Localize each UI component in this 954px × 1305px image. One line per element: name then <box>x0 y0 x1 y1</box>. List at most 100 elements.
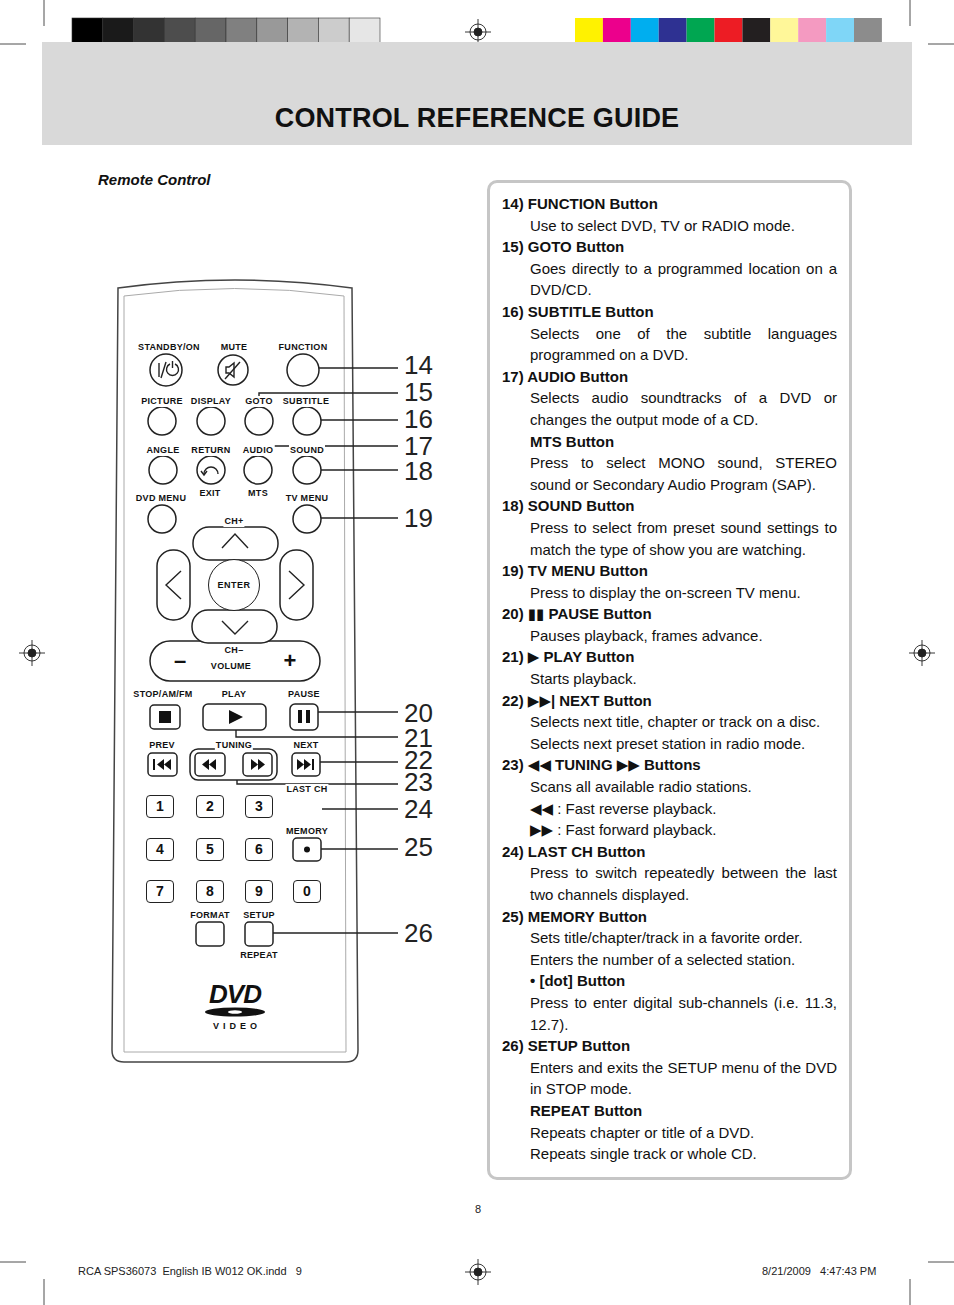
button-label: SUBTITLE <box>282 396 330 407</box>
button-label: MUTE <box>220 342 249 353</box>
gray-swatch <box>318 18 349 46</box>
button-label: FORMAT <box>189 910 231 921</box>
registration-mark <box>465 19 491 45</box>
panel-text: 15) GOTO Button <box>502 236 837 258</box>
color-swatch <box>631 18 659 46</box>
panel-text: ▶▶ : Fast forward playback. <box>530 819 837 841</box>
registration-marks <box>19 19 935 1285</box>
color-swatch <box>770 18 798 46</box>
panel-text: Use to select DVD, TV or RADIO mode. <box>530 215 837 237</box>
number-key: 4 <box>146 838 174 861</box>
key-label: 4 <box>156 841 164 857</box>
file-slug: 8/21/2009 4:47:43 PM <box>762 1265 876 1278</box>
key-label: 7 <box>156 883 164 899</box>
color-swatch <box>826 18 854 46</box>
gray-swatch <box>72 18 103 46</box>
panel-text: ◀◀ : Fast reverse playback. <box>530 798 837 820</box>
button-label: ANGLE <box>146 445 181 456</box>
gray-swatch <box>257 18 288 46</box>
number-key: 6 <box>245 838 273 861</box>
button-label: RETURN <box>190 445 231 456</box>
callout-number: 15 <box>404 377 433 407</box>
dvd-logo: VIDEO <box>213 1021 261 1032</box>
color-swatch <box>742 18 770 46</box>
remote-body <box>112 280 358 1062</box>
panel-text: 21) ▶ PLAY Button <box>502 646 837 668</box>
button-label: PAUSE <box>287 689 321 700</box>
panel-text: 20) ▮▮ PAUSE Button <box>502 603 837 625</box>
number-key: 0 <box>293 880 321 903</box>
key-label: 0 <box>303 883 311 899</box>
button-label: PREV <box>148 740 176 751</box>
gray-swatch <box>134 18 165 46</box>
header-band <box>42 42 912 145</box>
number-key: 5 <box>196 838 224 861</box>
panel-text: Press to display the on-screen TV menu. <box>530 582 837 604</box>
button-label: TUNING <box>215 740 253 751</box>
page-title: CONTROL REFERENCE GUIDE <box>275 102 680 134</box>
button-label: NEXT <box>292 740 319 751</box>
enter-button: ENTER <box>208 559 260 611</box>
registration-mark <box>909 640 935 666</box>
key-label: 3 <box>255 798 263 814</box>
panel-text: REPEAT Button <box>530 1100 837 1122</box>
panel-text: 18) SOUND Button <box>502 495 837 517</box>
panel-text: Enters and exits the SETUP menu of the D… <box>530 1057 837 1100</box>
number-key: 9 <box>245 880 273 903</box>
panel-text: Press to select MONO sound, STEREO sound… <box>530 452 837 495</box>
leader-lines <box>236 368 398 933</box>
panel-text: Repeats single track or whole CD. <box>530 1143 837 1165</box>
registration-mark <box>465 1259 491 1285</box>
key-label: 6 <box>255 841 263 857</box>
button-label: STOP/AM/FM <box>132 689 193 700</box>
key-label: ENTER <box>217 580 250 591</box>
callout-number: 26 <box>404 918 433 948</box>
button-label: SETUP <box>242 910 276 921</box>
button-label: CH– <box>224 645 245 656</box>
key-label: 2 <box>206 798 214 814</box>
button-label: TV MENU <box>285 493 330 504</box>
number-key: 1 <box>146 795 174 818</box>
button-label: PICTURE <box>140 396 184 407</box>
button-label: EXIT <box>198 488 221 499</box>
color-swatch <box>603 18 631 46</box>
button-label: MEMORY <box>285 826 329 837</box>
panel-text: Selects audio soundtracks of a DVD or ch… <box>530 387 837 430</box>
color-swatch <box>798 18 826 46</box>
panel-text: 23) ◀◀ TUNING ▶▶ Buttons <box>502 754 837 776</box>
gray-swatch <box>103 18 134 46</box>
button-glyphs <box>153 710 314 1017</box>
button-label: CH+ <box>223 516 244 527</box>
button-label: GOTO <box>244 396 274 407</box>
panel-text: Selects one of the subtitle languages pr… <box>530 323 837 366</box>
callout-number: 23 <box>404 767 433 797</box>
callout-number: 19 <box>404 503 433 533</box>
color-swatch <box>687 18 715 46</box>
button-label: PLAY <box>221 689 247 700</box>
panel-text: 26) SETUP Button <box>502 1035 837 1057</box>
volume-symbol: + <box>284 650 297 672</box>
button-label: STANDBY/ON <box>137 342 201 353</box>
button-label: DISPLAY <box>190 396 232 407</box>
callout-number: 25 <box>404 832 433 862</box>
button-label: SOUND <box>289 445 325 456</box>
section-heading: Remote Control <box>98 171 211 189</box>
button-label: LAST CH <box>285 784 328 795</box>
gray-scale-bar <box>72 18 380 46</box>
color-swatch <box>575 18 603 46</box>
color-bar <box>575 18 882 46</box>
button-label: MTS <box>247 488 269 499</box>
file-slug: RCA SPS36073 English IB W012 OK.indd 9 <box>78 1265 302 1278</box>
panel-text: Scans all available radio stations. <box>530 776 837 798</box>
gray-swatch <box>164 18 195 46</box>
panel-text: Goes directly to a programmed location o… <box>530 258 837 301</box>
callout-number: 16 <box>404 404 433 434</box>
disc-hole <box>228 1010 242 1014</box>
color-swatch <box>854 18 882 46</box>
callout-number: 18 <box>404 456 433 486</box>
button-label: VOLUME <box>210 661 252 672</box>
panel-text: 25) MEMORY Button <box>502 906 837 928</box>
panel-text: 16) SUBTITLE Button <box>502 301 837 323</box>
panel-text: Press to switch repeatedly between the l… <box>530 862 837 905</box>
